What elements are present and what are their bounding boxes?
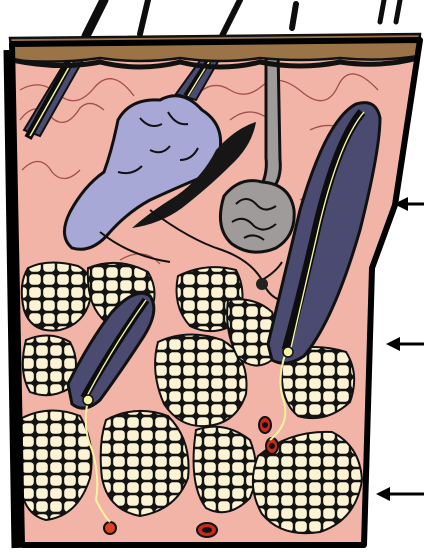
fat-lobule bbox=[194, 427, 256, 513]
hair-shafts-above-skin bbox=[86, 0, 400, 36]
arrow-hypodermis bbox=[376, 487, 424, 501]
nerve-ending bbox=[256, 278, 268, 290]
blood-vessel bbox=[203, 528, 211, 532]
hair-bulb bbox=[83, 395, 93, 405]
blood-vessel bbox=[270, 444, 274, 448]
hair-bulb bbox=[283, 347, 293, 357]
sweat-gland-coil bbox=[220, 181, 294, 253]
blood-vessel bbox=[104, 522, 116, 534]
arrow-dermis bbox=[386, 337, 424, 351]
blood-vessel bbox=[263, 423, 267, 427]
